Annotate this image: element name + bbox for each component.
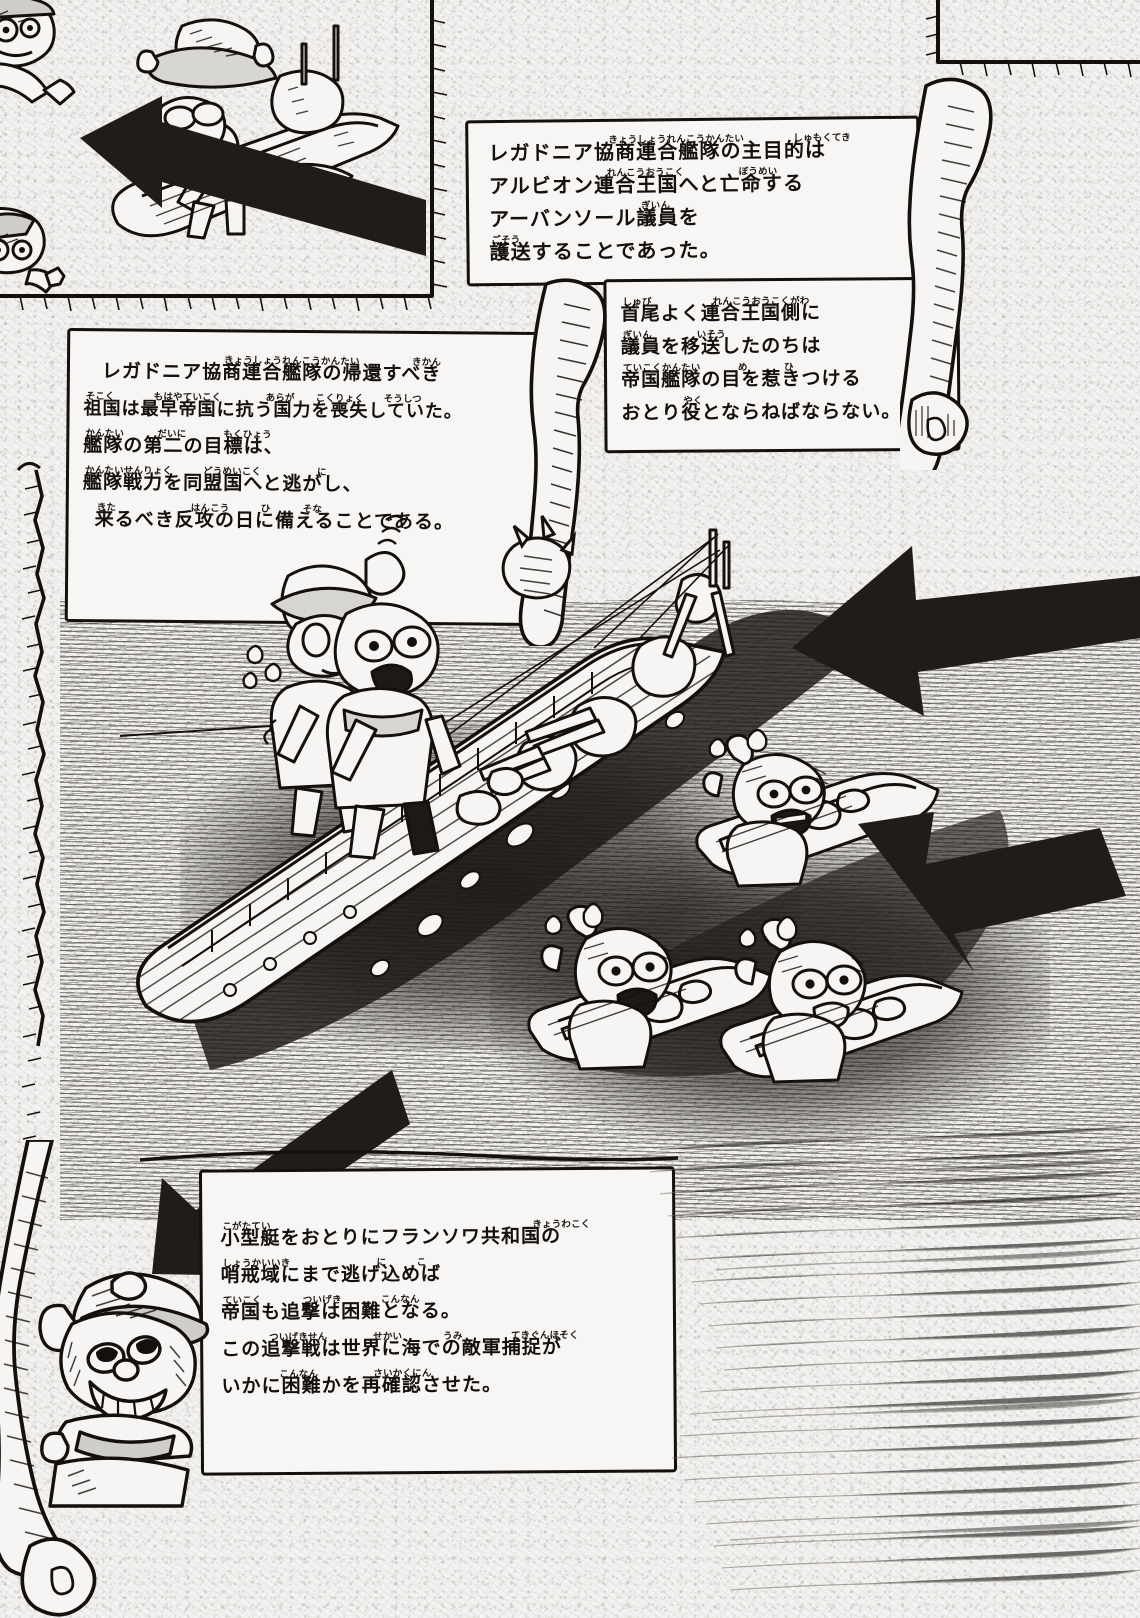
ruby-text: うみ [443,1330,463,1342]
narration-line: やく おとり役とならねばならない。 [621,395,945,430]
ruby-text: れんこうおうこくがわ [712,295,810,308]
ruby-text: ついげき [302,1294,342,1306]
crew-characters-top-left [0,0,106,294]
rolled-parchment-edge-right [900,70,1030,470]
grinning-officer-bottom-left [20,1236,240,1508]
ruby-text: かんたいせんりょく [84,465,173,477]
ruby-text: かんたい [85,428,125,440]
narration-line: れんこうおうこく ぼうめい アルビオン連合王国へと亡命する [489,166,899,203]
ruby-text: きた [96,502,117,514]
narration-text: 護送することであった。 [489,237,721,265]
ruby-text: やく [683,395,703,407]
black-arrow-left [66,96,426,296]
ruby-text: さいかくにん [373,1368,432,1380]
ruby-text: こくりょく [315,393,365,405]
narration-line: しゅび れんこうおうこくがわ 首尾よく連合王国側に [621,296,945,331]
ruby-text: きょうわこく [532,1218,591,1231]
ruby-text: どうめいこく [202,466,262,478]
rolled-parchment-edge-bottom-left [0,1140,146,1618]
ruby-text: あらが [265,392,295,404]
narration-line: ぎいん アーバンソール議員を [489,199,899,236]
narration-box-pursuit: こがたてい きょうわこく 小型艇をおとりにフランソワ共和国の しょうかいいき に… [198,1166,678,1476]
narration-line: ていこくかんたい め ひ 帝国艦隊の目を惹きつける [621,362,945,397]
small-torpedo-boat-lower-right [716,915,976,1130]
ruby-text: もくひょう [223,429,272,441]
ruby-text: せかい [373,1331,403,1343]
ruby-text: もはやていこく [153,391,222,404]
ruby-text: いそう [696,329,726,341]
small-torpedo-boat-lower-left [524,902,784,1115]
ruby-text: そこく [85,391,115,403]
large-battleship-with-officers [119,514,840,1060]
narration-line: こんなん さいかくにん いかに困難かを再確認させた。 [221,1365,665,1405]
narration-line: きょうしょうれんこうかんたい しゅもくてき レガドニア協商連合艦隊の主目的は [488,132,898,170]
ruby-text: れんこうおうこく [606,167,685,179]
narration-text: おとり役とならねばならない。 [621,400,902,425]
black-arrow-left [778,540,1140,716]
narration-box-objective-primary: きょうしょうれんこうかんたい しゅもくてき レガドニア協商連合艦隊の主目的は れ… [465,115,921,287]
ruby-text: ごそう [491,234,521,247]
ruby-text: そうしつ [383,393,422,406]
ruby-text: こんなん [380,1294,420,1306]
narration-line: きょうしょうれんこうかんたい きかん レガドニア協商連合艦隊の帰還すべき [84,353,528,394]
ruby-text: ていこくかんたい [622,362,701,375]
ruby-text: こ [416,1257,427,1269]
ruby-text: だいに [157,428,187,440]
ruby-text: ぎいん [640,200,671,212]
narration-line: そこく もはやていこく あらが こくりょく そうしつ 祖国は最早帝国に抗う国力を… [83,390,527,431]
ruby-text: ついげきせん [269,1331,328,1344]
narration-text: いかに困難かを再確認させた。 [221,1373,503,1398]
narration-line: しょうかいいき に こ 哨戒域にまで逃げ込めば [221,1254,665,1294]
ruby-text: ひ [783,361,794,373]
ruby-text: に [376,1257,387,1269]
ruby-text: きょうしょうれんこうかんたい [608,133,745,146]
ruby-text: ぼうめい [738,166,778,178]
ruby-text: こんなん [279,1368,319,1381]
ruby-text: てきぐんほそく [511,1330,579,1342]
small-torpedo-boat-upper-right [690,728,950,932]
narration-line: ごそう 護送することであった。 [489,232,899,269]
ruby-text: きょうしょうれんこうかんたい [223,355,360,368]
ruby-text: しゅもくてき [793,132,851,144]
black-arrow-down-right [858,812,1128,972]
ruby-text: め [737,362,748,374]
ruby-text: に [316,467,327,479]
ruby-text: きかん [411,356,442,369]
